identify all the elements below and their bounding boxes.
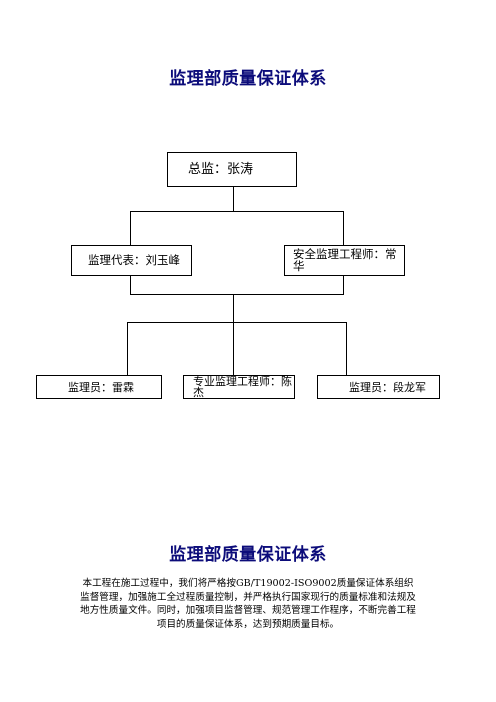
connector-to-supervisor-2 [346,322,347,375]
connector-mid-right [343,275,344,295]
connector-to-representative [130,211,131,245]
paragraph-line: 本工程在施工过程中，我们将严格按GB/T19002-ISO9002质量保证体系组… [82,578,414,589]
paragraph-line: 监督管理，加强施工全过程质量控制，并严格执行国家现行的质量标准和法规及 [80,591,416,603]
director-box: 总监：张涛 [167,152,297,187]
representative-box: 监理代表：刘玉峰 [71,245,192,276]
diagram-title: 监理部质量保证体系 [169,69,327,89]
section-paragraph: 本工程在施工过程中，我们将严格按GB/T19002-ISO9002质量保证体系组… [70,577,426,631]
safety-engineer-box: 安全监理工程师：常华 [284,245,405,276]
supervisor-2-label: 监理员：段龙军 [349,380,426,394]
safety-engineer-label: 安全监理工程师：常华 [293,247,397,273]
connector-director-down [233,187,234,212]
paragraph-line: 地方性质量文件。同时，加强项目监督管理、规范管理工作程序，不断完善工程 [80,605,416,616]
connector-bottom-bus [127,322,347,323]
section-title: 监理部质量保证体系 [169,545,327,565]
connector-mid-down [233,294,234,323]
paragraph-line: 项目的质量保证体系，达到预期质量目标。 [156,618,340,630]
specialist-engineer-box: 专业监理工程师：陈杰 [183,375,295,399]
connector-top-bus [130,211,344,212]
connector-mid-bus [130,294,344,295]
representative-label: 监理代表：刘玉峰 [88,252,180,267]
specialist-engineer-label: 专业监理工程师：陈杰 [193,375,292,399]
connector-to-specialist-engineer [233,322,234,375]
connector-to-safety-engineer [343,211,344,245]
supervisor-1-label: 监理员：雷霖 [68,380,134,394]
connector-mid-left [130,275,131,295]
supervisor-1-box: 监理员：雷霖 [36,375,162,399]
connector-to-supervisor-1 [127,322,128,375]
supervisor-2-box: 监理员：段龙军 [317,375,440,399]
director-label: 总监：张涛 [188,162,254,177]
